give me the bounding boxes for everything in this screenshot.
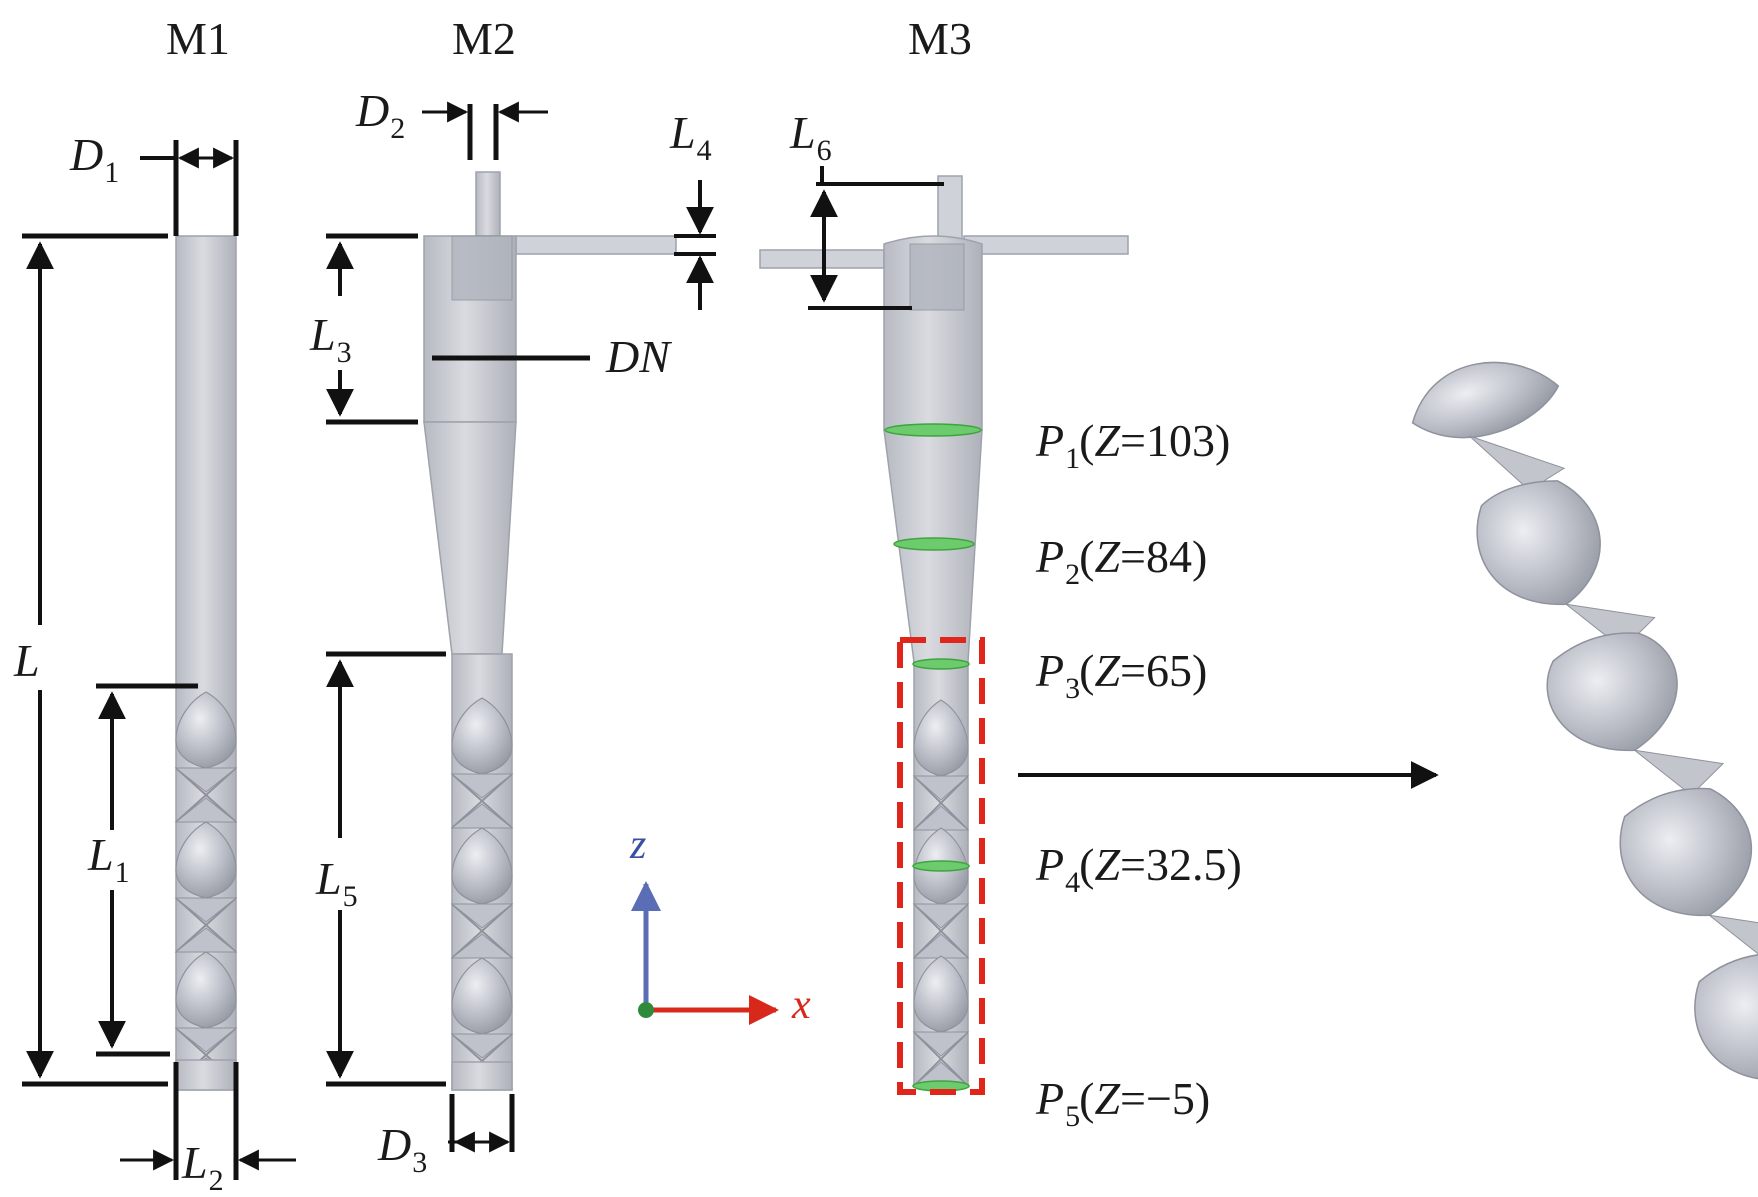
m2-cone [423,421,517,655]
plane-label-p1: P1(Z=103) [1036,415,1231,475]
plane-label-p2: P2(Z=84) [1036,531,1208,591]
plane-label-p4: P4(Z=32.5) [1036,839,1242,899]
origin-dot [638,1002,654,1018]
model-label-m3: M3 [908,13,972,64]
dim-label-l6: L6 [790,107,832,167]
axis-label-z: z [630,822,647,868]
plane-p4 [912,860,970,872]
dim-label-l2: L2 [182,1137,224,1197]
zoom-highlight-box [897,637,985,1095]
plane-label-p3: P3(Z=65) [1036,645,1208,705]
dim-label-l1: L1 [88,829,130,889]
dim-label-l5: L5 [316,853,358,913]
axis-label-x: x [792,982,811,1028]
plane-label-p5: P5(Z=−5) [1036,1073,1211,1133]
coordinate-axes [631,881,779,1025]
dim-label-l3: L3 [310,309,352,369]
dim-label-dn: DN [606,331,670,382]
twisted-tape-detail [1411,361,1758,1082]
dim-label-d2: D2 [356,85,406,145]
dim-label-d3: D3 [378,1119,428,1179]
plane-p1 [884,423,982,437]
model-m1 [22,140,296,1180]
dim-label-l4: L4 [670,107,712,167]
dim-label-d1: D1 [70,129,120,189]
model-label-m1: M1 [166,13,230,64]
plane-p2 [893,537,975,551]
model-label-m2: M2 [452,13,516,64]
model-m2 [326,101,716,1153]
model-m3 [759,166,1439,1095]
plane-p3 [912,658,970,670]
dim-label-l: L [14,635,40,686]
